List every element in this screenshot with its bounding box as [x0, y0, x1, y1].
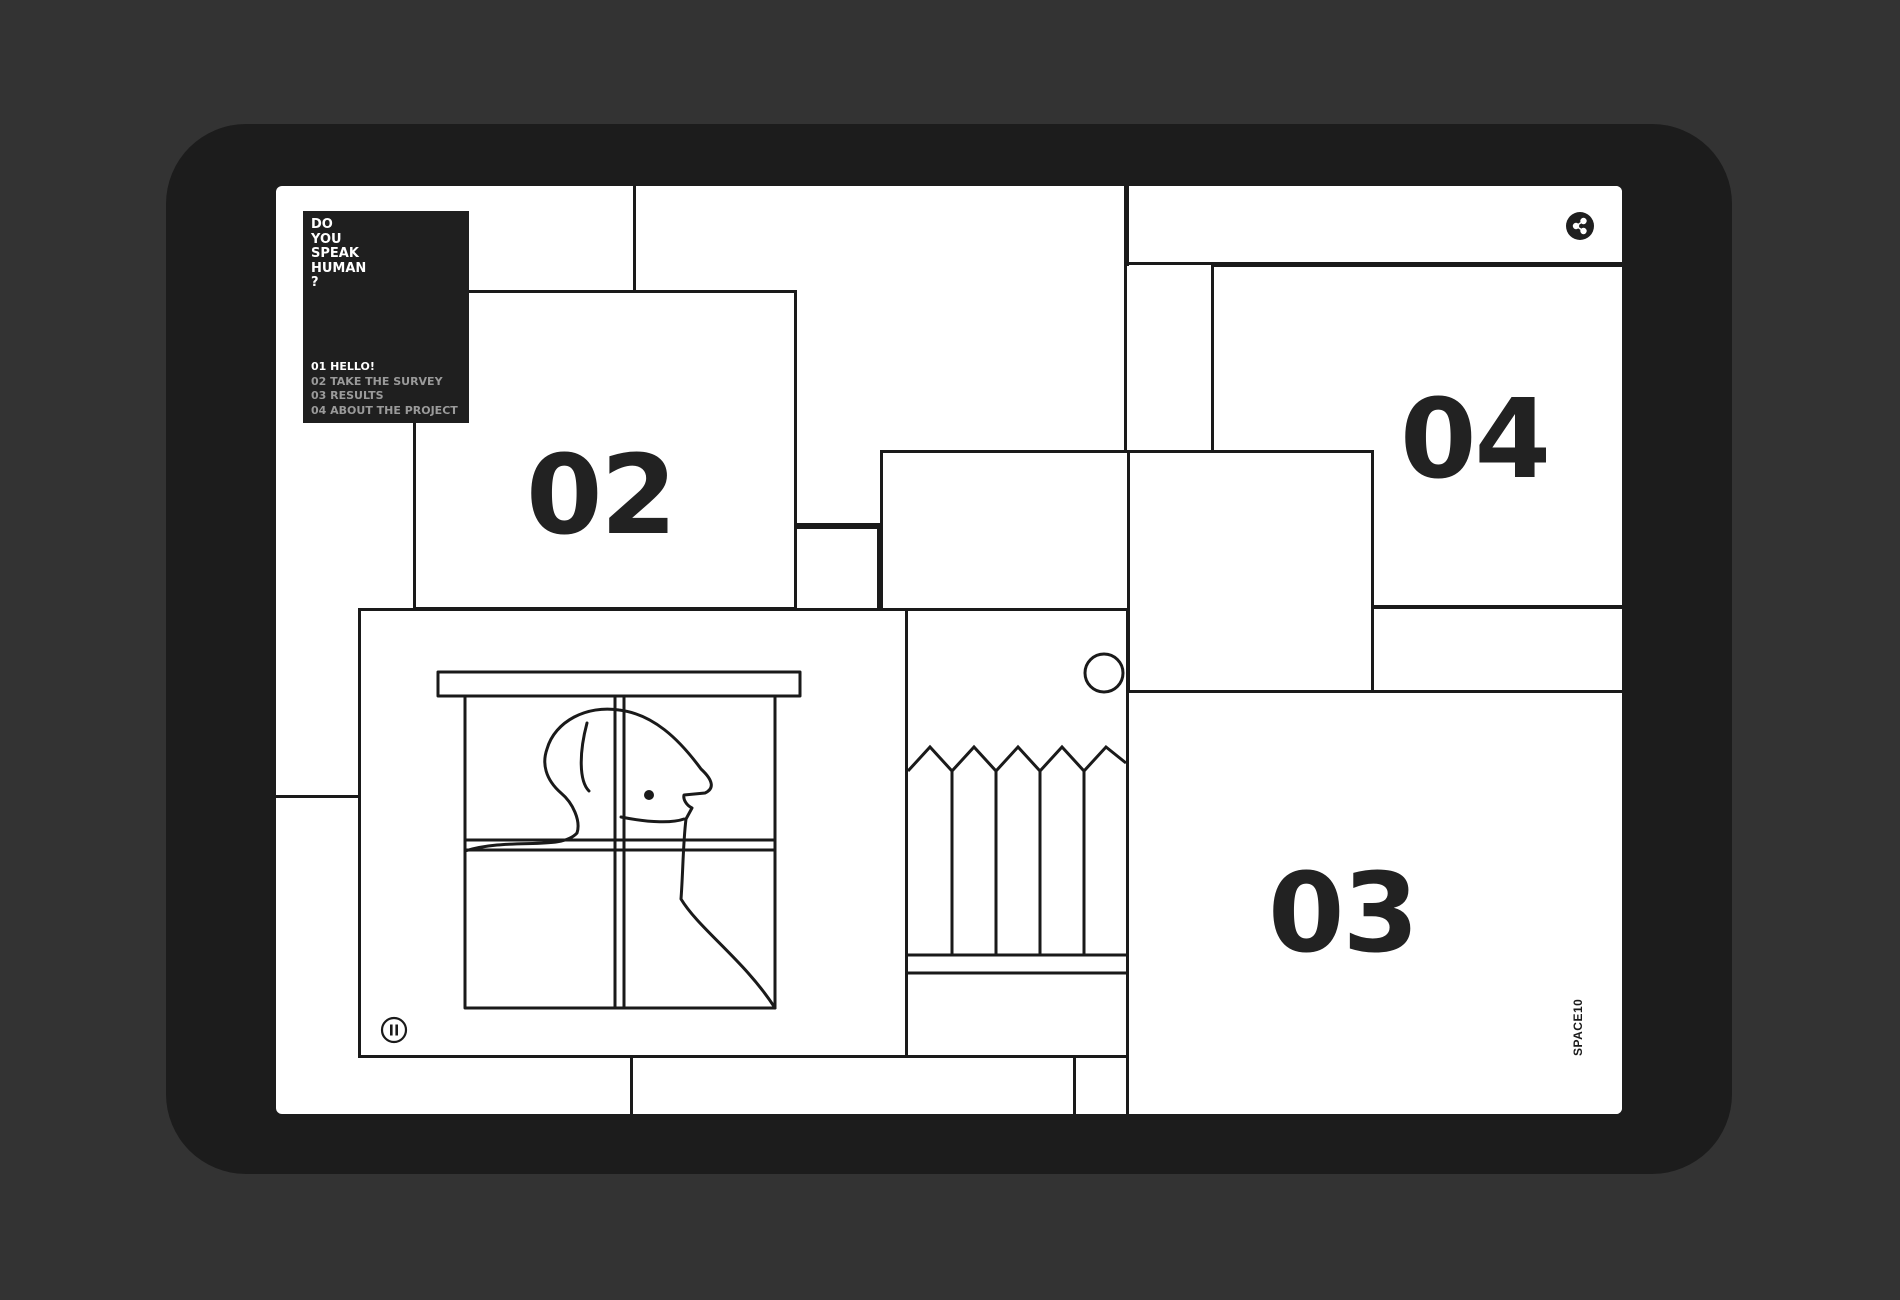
illustration-fence-panel — [905, 608, 1129, 1058]
grid-line — [276, 795, 360, 798]
site-title-line: SPEAK — [311, 246, 359, 261]
panel-overlap — [1127, 450, 1374, 698]
site-title-line: DO — [311, 217, 333, 232]
pause-icon — [380, 1016, 408, 1044]
menu-item-hello[interactable]: 01 HELLO! — [311, 360, 375, 373]
fence-illustration — [908, 652, 1126, 975]
site-title-line: YOU — [311, 231, 342, 247]
site-title-line: ? — [311, 275, 319, 290]
section-04-number: 04 — [1400, 375, 1551, 503]
site-title-line: HUMAN — [311, 260, 367, 276]
menu-item-about-the-project[interactable]: 04 ABOUT THE PROJECT — [311, 403, 458, 417]
panel-top-right — [1126, 186, 1622, 265]
screen: 04 02 03 — [276, 186, 1622, 1114]
menu-items: 01 HELLO! 02 TAKE THE SURVEY 03 RESULTS … — [311, 360, 458, 418]
menu-item-take-the-survey[interactable]: 02 TAKE THE SURVEY — [311, 374, 443, 388]
panel-right-small — [1371, 606, 1622, 698]
site-menu: DO YOU SPEAK HUMAN ? 01 HELLO! 02 TAKE T… — [303, 211, 469, 423]
section-03-number: 03 — [1268, 849, 1419, 977]
section-02-number: 02 — [526, 431, 677, 559]
site-title: DO YOU SPEAK HUMAN ? — [311, 217, 461, 291]
panel-mid-center — [794, 526, 880, 612]
pause-button[interactable] — [380, 1016, 408, 1044]
menu-item-results[interactable]: 03 RESULTS — [311, 389, 384, 402]
section-02-panel[interactable] — [413, 290, 797, 610]
person-at-window-illustration — [436, 670, 802, 1010]
illustration-window-panel — [358, 608, 908, 1058]
share-icon — [1572, 217, 1587, 235]
brand-logo: SPACE10 — [1571, 998, 1585, 1056]
share-button[interactable] — [1566, 212, 1594, 240]
